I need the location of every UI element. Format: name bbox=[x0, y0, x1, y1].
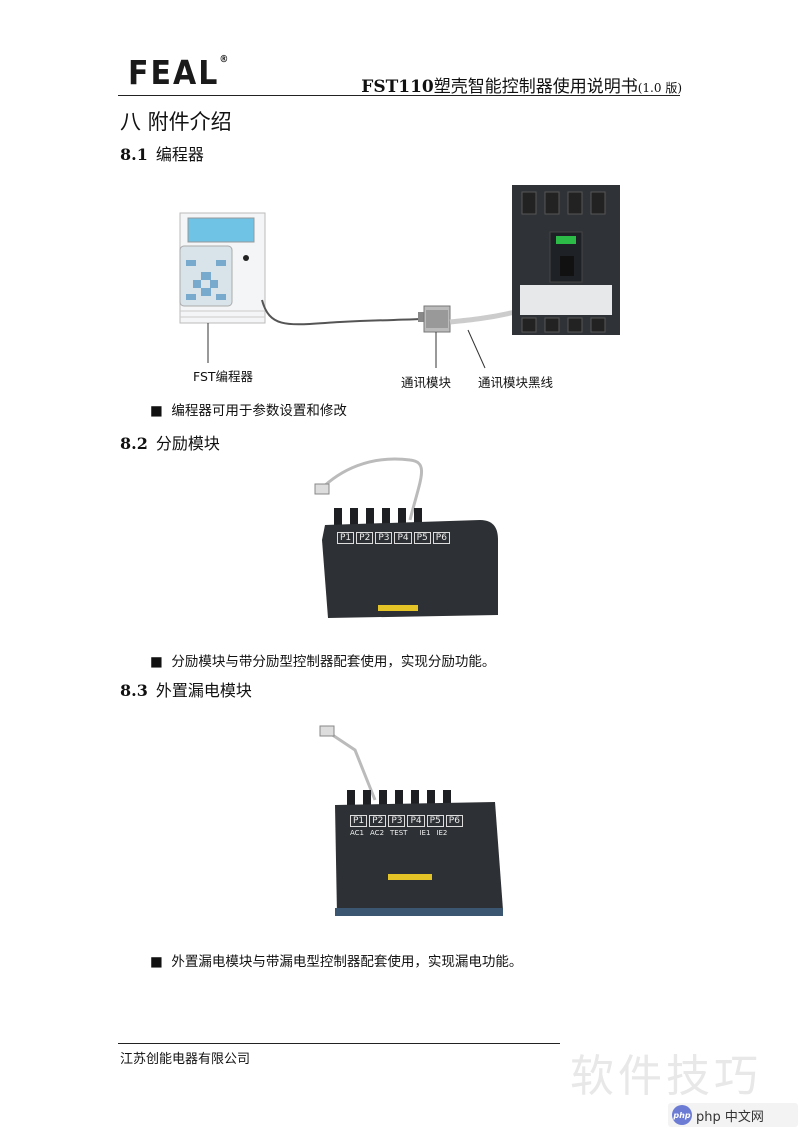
document-title: FST110塑壳智能控制器使用说明书(1.0 版) bbox=[361, 72, 682, 97]
footer-company: 江苏创能电器有限公司 bbox=[120, 1052, 251, 1067]
comm-module bbox=[418, 305, 451, 333]
label-comm-cable: 通讯模块黑线 bbox=[478, 375, 554, 390]
breaker-device bbox=[512, 185, 620, 335]
leakage-terminal-labels: AC1 AC2 TEST IE1 IE2 bbox=[350, 829, 448, 837]
watermark-text: 软件技巧 bbox=[570, 1051, 762, 1102]
bullet-8-1: ■ 编程器可用于参数设置和修改 bbox=[150, 403, 347, 419]
header-rule bbox=[118, 95, 680, 96]
php-logo-icon: php bbox=[672, 1105, 692, 1125]
version-label: (1.0 版) bbox=[637, 81, 682, 95]
label-comm-module: 通讯模块 bbox=[401, 375, 452, 390]
cable bbox=[261, 299, 421, 326]
programmer-device bbox=[179, 212, 266, 324]
footer-rule bbox=[118, 1043, 560, 1044]
title-text: 塑壳智能控制器使用说明书 bbox=[433, 77, 638, 97]
section-title: 八 附件介绍 bbox=[120, 110, 232, 134]
shunt-module-figure bbox=[314, 457, 498, 618]
bullet-8-2: ■ 分励模块与带分励型控制器配套使用，实现分励功能。 bbox=[150, 654, 496, 670]
leakage-module-figure bbox=[319, 725, 503, 916]
feal-logo: FEAL® bbox=[128, 54, 231, 93]
bullet-8-3: ■ 外置漏电模块与带漏电型控制器配套使用，实现漏电功能。 bbox=[150, 954, 523, 970]
label-programmer: FST编程器 bbox=[193, 369, 254, 384]
shunt-terminal-row: P1 P2 P3 P4 P5 P6 bbox=[337, 532, 450, 544]
php-site-badge: php php 中文网 bbox=[668, 1103, 798, 1127]
leakage-yellow-label bbox=[388, 874, 432, 880]
leakage-terminal-row: P1 P2 P3 P4 P5 P6 bbox=[350, 815, 463, 827]
model-name: FST110 bbox=[361, 77, 434, 97]
programmer-figure bbox=[179, 185, 620, 369]
shunt-yellow-label bbox=[378, 605, 418, 611]
